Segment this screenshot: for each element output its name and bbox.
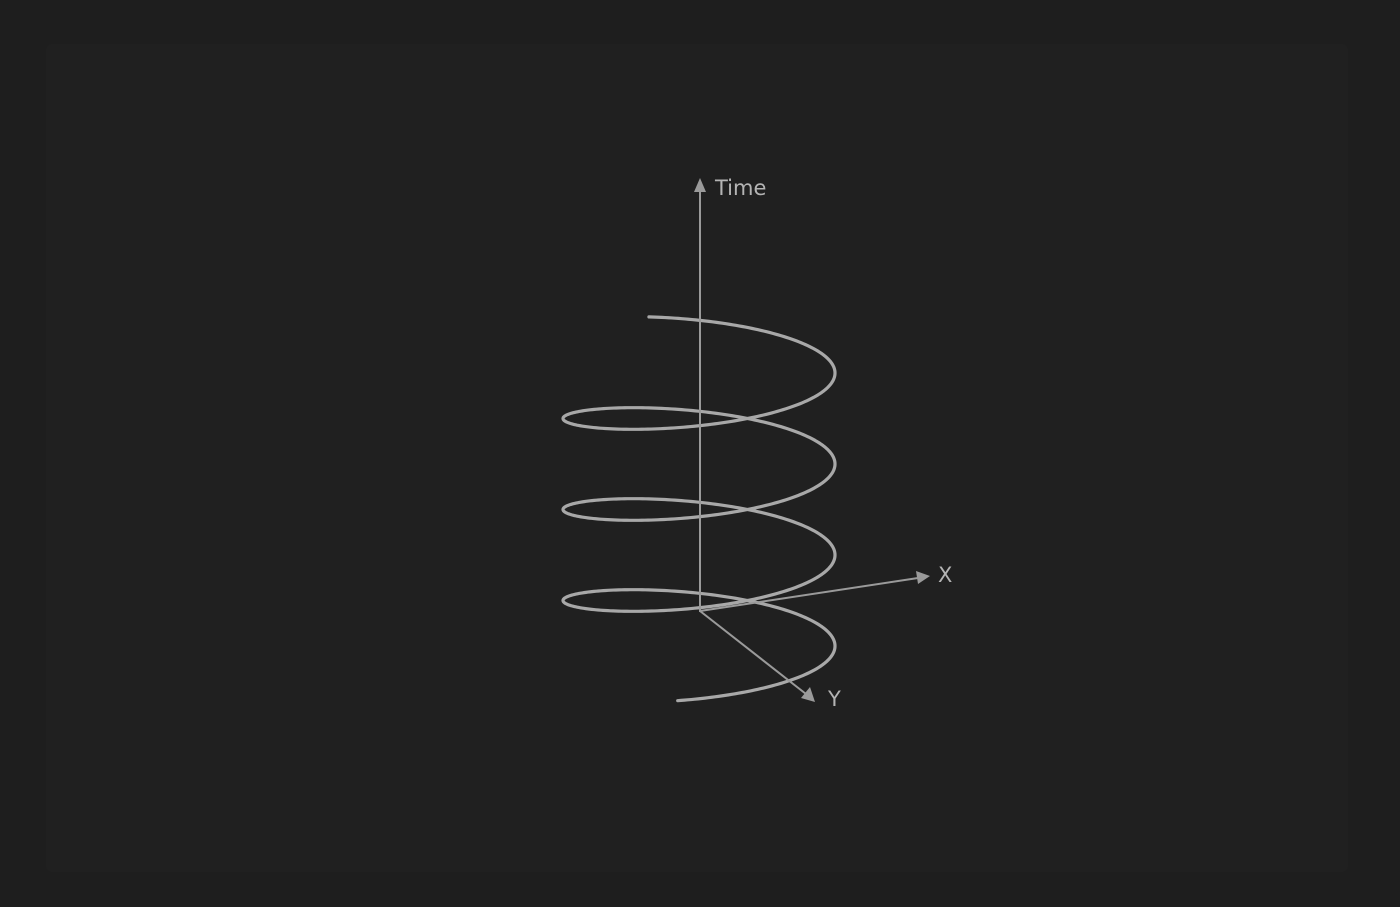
time-axis-arrowhead <box>694 178 706 192</box>
y-axis <box>699 610 807 695</box>
x-axis <box>699 577 919 612</box>
y-axis-label: Y <box>827 687 841 711</box>
helix-curve <box>561 315 837 703</box>
time-axis-label: Time <box>714 176 766 200</box>
y-axis-arrowhead <box>801 687 815 702</box>
diagram-panel <box>46 44 1348 872</box>
x-axis-arrowhead <box>916 571 930 584</box>
x-axis-label: X <box>938 563 952 587</box>
